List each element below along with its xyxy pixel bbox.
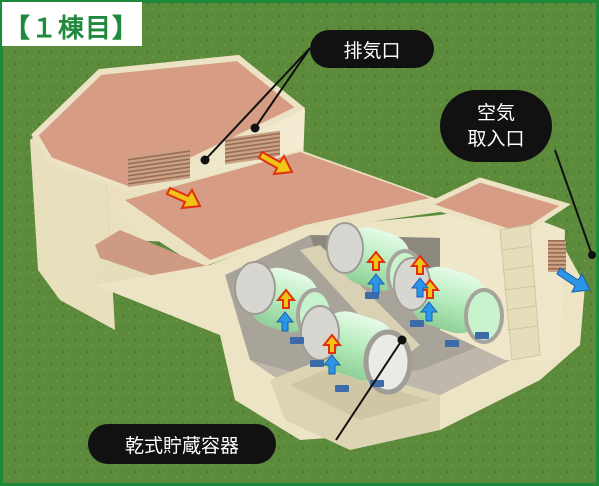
middle-roof xyxy=(125,152,430,260)
callout-intake-line2: 取入口 xyxy=(467,128,525,150)
warm-airflow-arrows xyxy=(275,250,441,354)
intake-arrow xyxy=(556,267,591,293)
intake-dot xyxy=(588,251,596,259)
exhaust-dot-right xyxy=(250,123,260,133)
front-ramp-top xyxy=(290,370,430,420)
callout-exhaust: 排気口 xyxy=(310,30,434,68)
cask-supports xyxy=(290,292,489,392)
stair-steps xyxy=(501,245,539,331)
callout-intake-line1: 空気 xyxy=(476,102,515,124)
cool-airflow-arrows xyxy=(275,273,439,375)
tall-block-roof xyxy=(31,54,306,194)
right-tower-roof xyxy=(421,177,571,238)
callout-cask-label: 乾式貯蔵容器 xyxy=(124,434,239,457)
callout-exhaust-label: 排気口 xyxy=(343,39,401,62)
intake-vent xyxy=(548,240,566,272)
exhaust-arrows xyxy=(165,150,294,210)
cask-dot xyxy=(397,335,407,345)
title-label xyxy=(2,2,142,46)
callout-intake: 空気 取入口 xyxy=(440,90,552,162)
callout-cask: 乾式貯蔵容器 xyxy=(88,424,276,464)
title: 【１棟目】 xyxy=(4,14,140,44)
exhaust-vent-left xyxy=(128,148,190,188)
right-stair xyxy=(499,224,541,361)
leader-lines xyxy=(204,47,593,441)
exhaust-dot-left xyxy=(200,155,210,165)
